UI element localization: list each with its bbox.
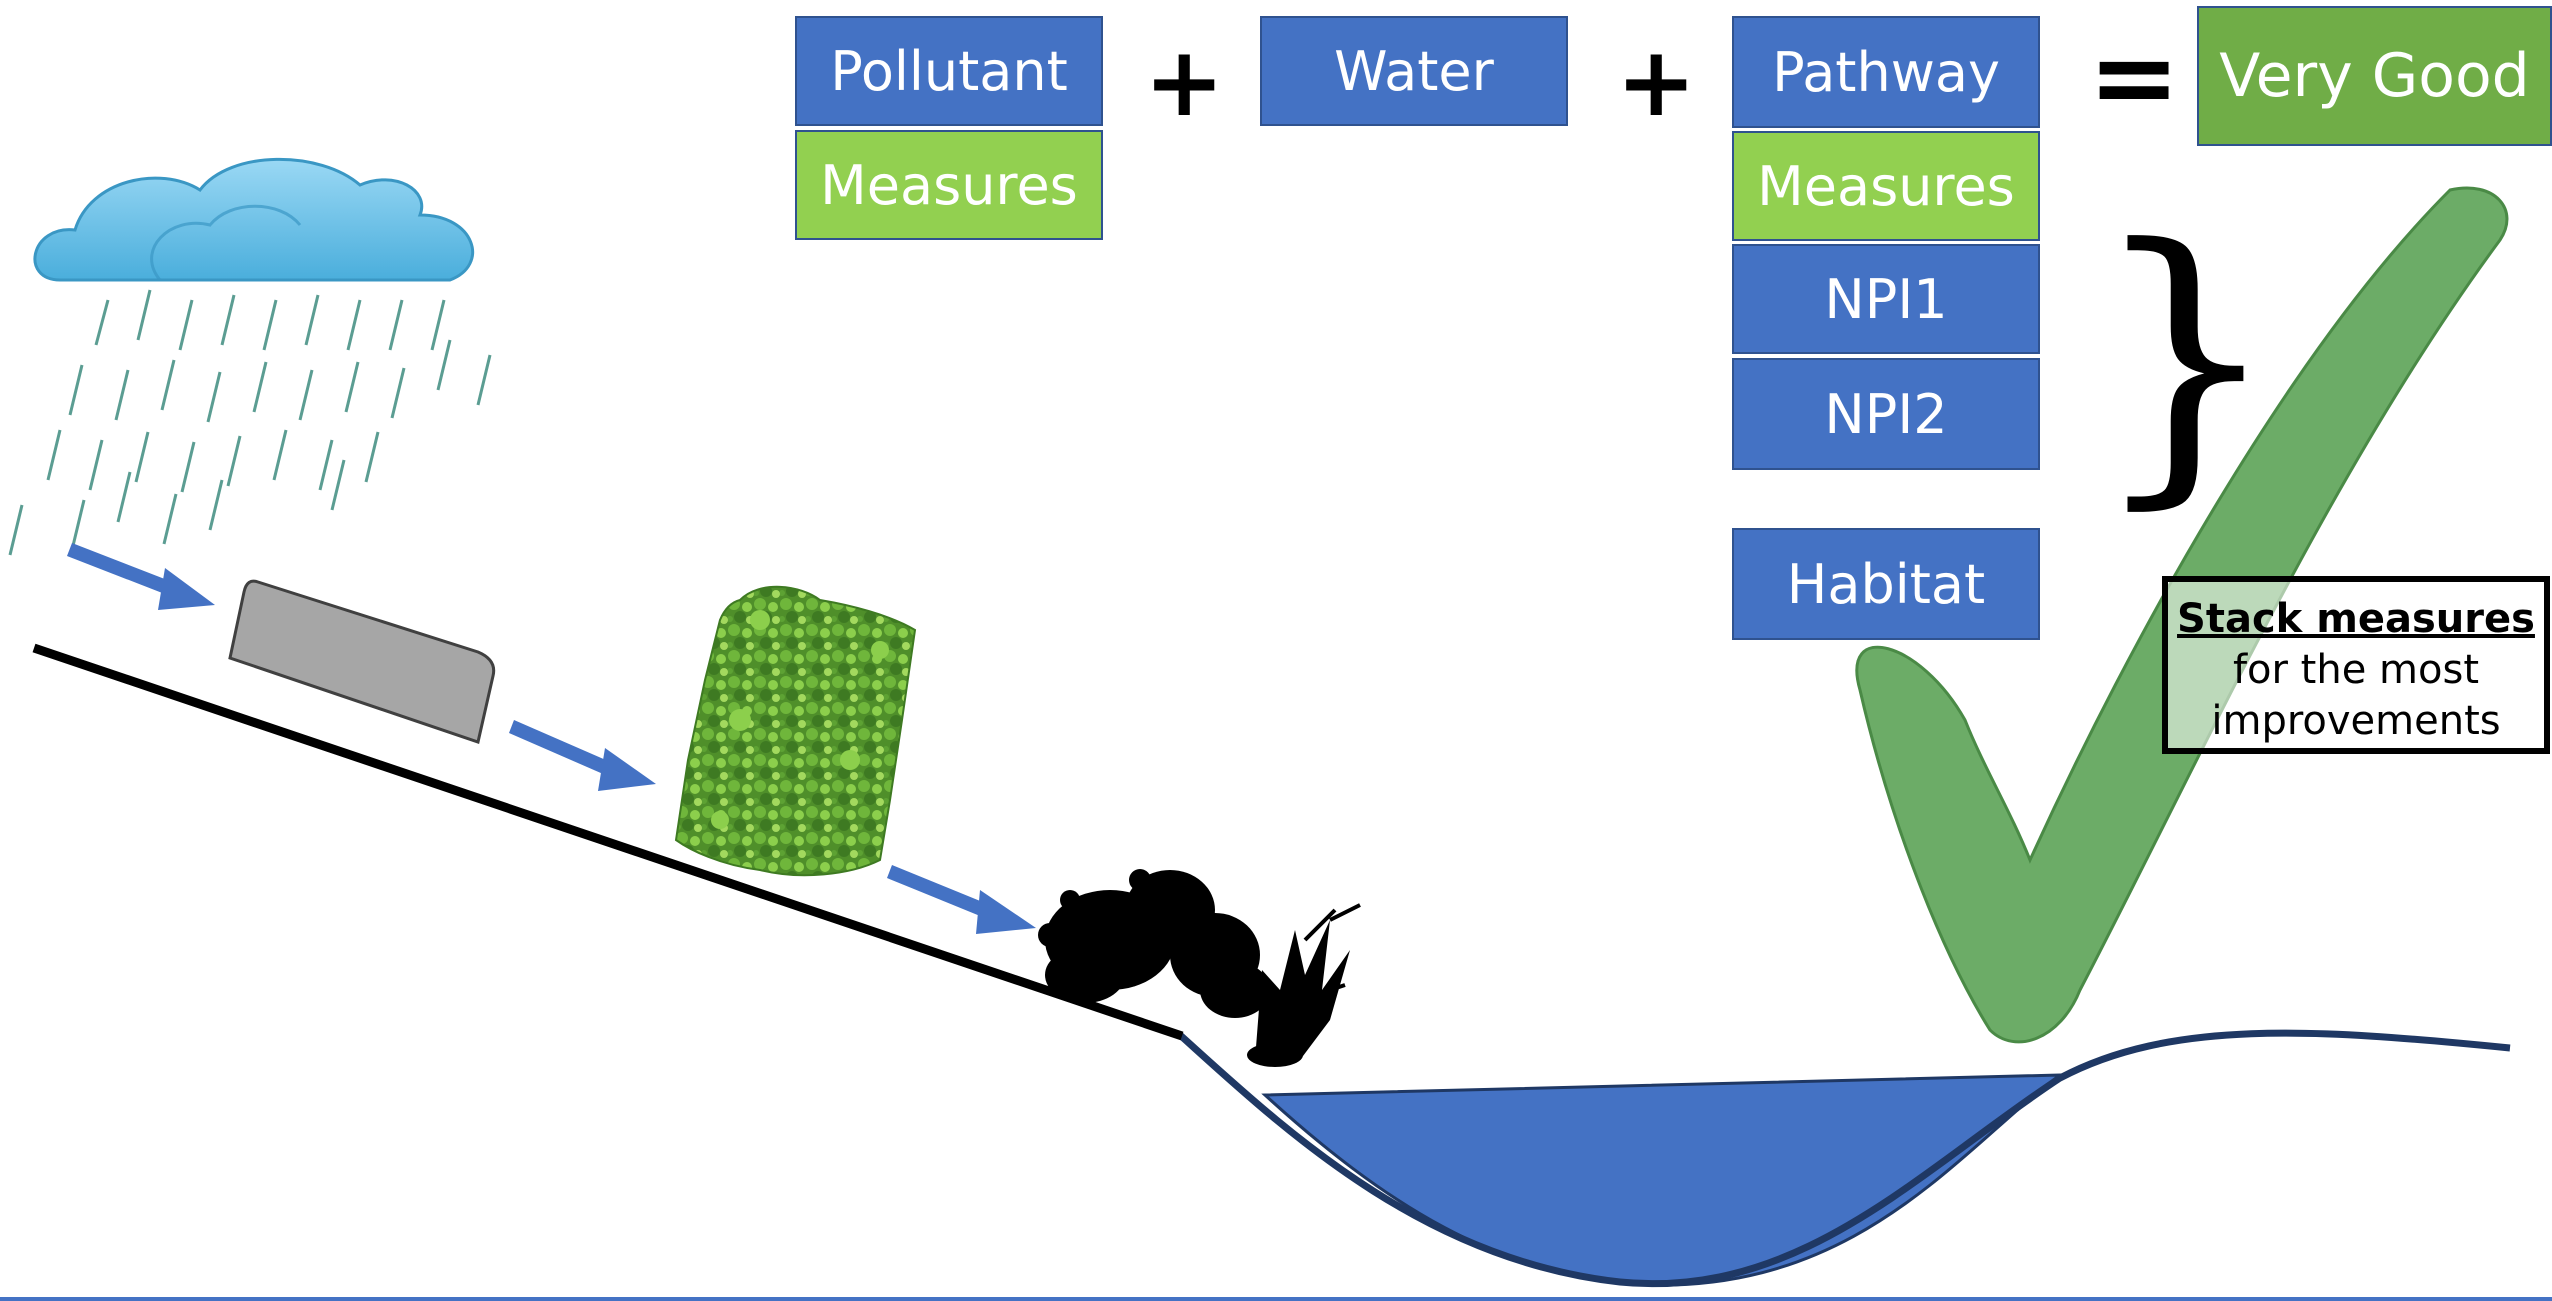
green-hedge-icon <box>674 585 917 877</box>
npi2-box: NPI2 <box>1732 358 2040 470</box>
flow-arrow <box>887 865 1036 934</box>
pathway-box: Pathway <box>1732 16 2040 128</box>
note-highlight: Stack measures <box>2177 596 2535 642</box>
flow-arrow <box>67 543 215 610</box>
flow-arrow <box>509 720 656 791</box>
pathway-measures-box: Measures <box>1732 131 2040 241</box>
bottom-rule <box>0 1297 2552 1301</box>
npi1-box: NPI1 <box>1732 244 2040 354</box>
note-line-2: for the most <box>2232 647 2480 693</box>
pollutant-measures-box: Measures <box>795 130 1103 240</box>
stack-measures-note: Stack measures for the most improvements <box>2162 576 2550 754</box>
pollutant-box: Pollutant <box>795 16 1103 126</box>
curly-brace: } <box>2090 185 2281 534</box>
black-shrub-icon <box>1038 869 1361 1067</box>
river-water <box>1261 1073 2065 1287</box>
equals-sign: = <box>2088 13 2181 141</box>
plus-sign: + <box>1144 26 1225 138</box>
grey-block-icon <box>228 579 496 744</box>
very-good-box: Very Good <box>2197 6 2552 146</box>
river-bank-line <box>1177 1029 2511 1288</box>
hillslope-line <box>32 643 1184 1041</box>
habitat-box: Habitat <box>1732 528 2040 640</box>
rain-cloud-icon <box>8 157 492 556</box>
plus-sign: + <box>1616 26 1697 138</box>
note-line-3: improvements <box>2211 698 2501 744</box>
water-box: Water <box>1260 16 1568 126</box>
